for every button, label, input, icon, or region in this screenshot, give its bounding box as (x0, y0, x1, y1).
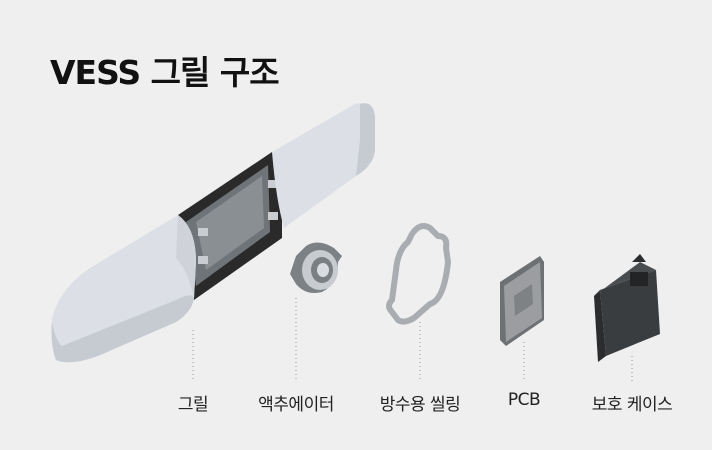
seal-ring (386, 223, 451, 325)
case-side (594, 290, 606, 362)
grille-right-cap (272, 103, 375, 228)
label-grille: 그릴 (177, 395, 209, 415)
pcb-chip (514, 284, 533, 316)
case-illustration (594, 254, 660, 362)
grille-inner-panel-light (196, 176, 264, 270)
pcb-illustration (500, 256, 544, 346)
grille-clip (198, 256, 208, 264)
grille-left-body-end (176, 215, 196, 298)
grille-right-cap-edge (356, 103, 375, 176)
grille-left-body-bottom (51, 295, 194, 363)
case-front (600, 270, 660, 356)
grille-clip (268, 212, 278, 220)
leader-lines (192, 298, 633, 382)
actuator-core (317, 263, 329, 277)
case-connector (630, 272, 648, 286)
grille-clip (268, 180, 278, 188)
actuator-illustration (290, 242, 342, 293)
seal-illustration (386, 223, 451, 325)
label-seal: 방수용 씰링 (379, 395, 461, 415)
grille-clip (198, 228, 208, 236)
case-tab (632, 254, 646, 262)
label-case: 보호 케이스 (591, 395, 673, 415)
label-actuator: 액추에이터 (258, 395, 334, 415)
label-pcb: PCB (507, 390, 541, 410)
case-top (594, 262, 656, 296)
grille-illustration (51, 103, 375, 363)
diagram-title: VESS 그릴 구조 (50, 53, 280, 92)
